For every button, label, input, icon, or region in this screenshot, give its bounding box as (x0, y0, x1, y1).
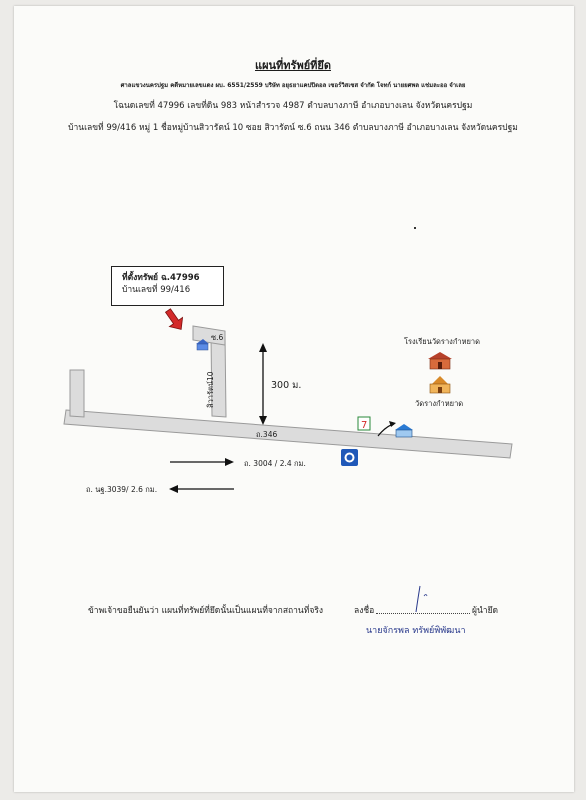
house-icon (196, 339, 209, 351)
direction-right-label: ถ. 3004 / 2.4 กม. (244, 459, 306, 468)
court-case-line: ศาลแขวงนครปฐม คดีหมายเลขแดง ผบ. 6551/255… (120, 82, 466, 89)
main-road-346 (63, 409, 513, 459)
svg-text:7: 7 (361, 420, 367, 431)
property-label-box: ที่ตั้งทรัพย์ ฉ.47996 บ้านเลขที่ 99/416 (111, 266, 224, 306)
distance-arrow (259, 343, 267, 425)
soi-6-label: ซ.6 (211, 333, 224, 342)
gas-station-icon (395, 424, 413, 438)
confirmation-statement: ข้าพเจ้าขอยืนยันว่า แผนที่ทรัพย์ที่ยึดนั… (88, 606, 324, 616)
sign-role: ผู้นำยึด (472, 606, 499, 616)
property-label-title: ที่ตั้งทรัพย์ ฉ.47996 (122, 273, 200, 283)
signer-name: นายจักรพล ทรัพย์พิพัฒนา (366, 626, 466, 636)
left-road-stub (69, 369, 85, 418)
soi-6-road (192, 325, 226, 346)
deed-info-line: โฉนดเลขที่ 47996 เลขที่ดิน 983 หน้าสำรวจ… (113, 101, 473, 111)
stray-mark (414, 227, 416, 229)
signature-line (376, 612, 470, 614)
property-label-house-no: บ้านเลขที่ 99/416 (122, 285, 191, 295)
turn-arrow (377, 421, 396, 437)
school-icon (428, 352, 452, 370)
address-line: บ้านเลขที่ 99/416 หมู่ 1 ชื่อหมู่บ้านสิว… (68, 123, 518, 133)
property-red-arrow (164, 308, 184, 330)
temple-icon (429, 376, 451, 394)
main-road-label: ถ.346 (256, 430, 278, 439)
sign-label: ลงชื่อ (354, 606, 375, 616)
station-logo-icon (341, 449, 358, 466)
school-label: โรงเรียนวัดรางกำหยาด (404, 337, 480, 346)
distance-label: 300 ม. (271, 380, 302, 391)
document-title: แผนที่ทรัพย์ที่ยึด (254, 59, 331, 72)
temple-label: วัดรางกำหยาด (415, 399, 464, 408)
document-sheet (14, 6, 574, 792)
direction-arrow-right (170, 458, 234, 466)
direction-arrow-left (169, 485, 234, 493)
direction-left-label: ถ. นฐ.3039/ 2.6 กม. (86, 485, 158, 494)
seven-eleven-icon: 7 (357, 416, 371, 431)
